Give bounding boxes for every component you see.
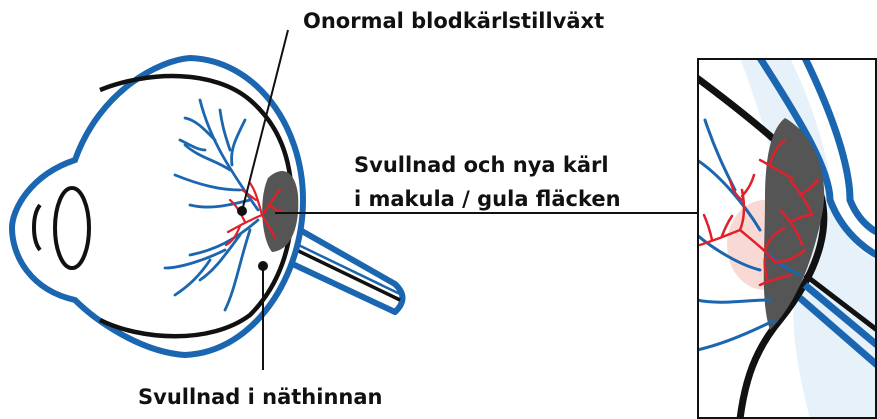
lens [55,188,89,268]
label-abnormal-growth: Onormal blodkärlstillväxt [303,9,604,33]
macula-inset [697,58,877,419]
label-macula-line1: Svullnad och nya kärl [354,153,609,177]
label-macula-line2: i makula / gula fläcken [354,187,621,211]
label-retina-swelling: Svullnad i näthinnan [138,385,382,409]
